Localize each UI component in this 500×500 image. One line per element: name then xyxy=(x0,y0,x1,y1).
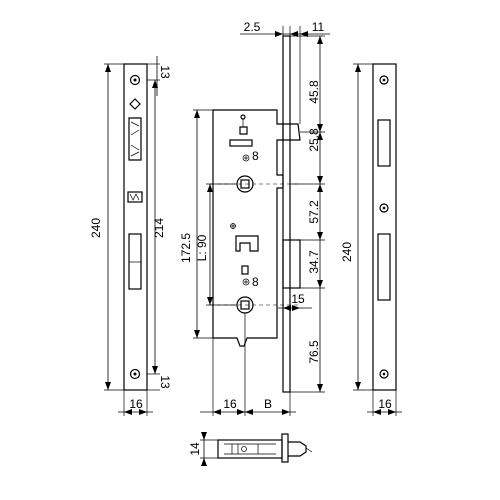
dim-upper-8: 8 xyxy=(252,149,259,163)
dim-left-214: 214 xyxy=(152,218,166,238)
dim-lower-8: 8 xyxy=(252,275,259,289)
latch-tongue xyxy=(283,123,301,141)
dim-mid-L90: L: 90 xyxy=(195,234,209,261)
right-faceplate-view: 240 16 xyxy=(340,63,402,416)
side-latch-tongue xyxy=(288,441,307,457)
bolt-slot xyxy=(128,233,142,290)
dim-far-240: 240 xyxy=(340,242,354,262)
right-mid-screw-icon xyxy=(379,203,389,213)
dim-right-45-8: 45.8 xyxy=(307,80,321,104)
dim-right-57-2: 57.2 xyxy=(307,200,321,224)
side-body xyxy=(217,439,283,459)
brand-mark-icon xyxy=(127,191,143,203)
dim-right-25-8: 25.8 xyxy=(307,128,321,152)
dim-right-76-5: 76.5 xyxy=(307,340,321,364)
left-faceplate-view: 240 214 13 13 16 xyxy=(89,56,172,416)
dim-top-11: 11 xyxy=(312,20,325,34)
left-top-screw-icon xyxy=(129,74,141,86)
dim-left-13-top: 13 xyxy=(158,65,172,79)
dim-left-16: 16 xyxy=(129,397,143,411)
cylinder-cutout xyxy=(235,235,259,252)
left-faceplate-outline xyxy=(123,63,148,391)
dim-mid-B: B xyxy=(264,397,272,411)
manufacturer-logo-icon xyxy=(129,98,141,110)
dim-right-34-7: 34.7 xyxy=(307,250,321,274)
lock-case-body xyxy=(212,109,284,347)
dim-left-13-bottom: 13 xyxy=(158,375,172,389)
dim-right-15: 15 xyxy=(291,292,305,306)
cylinder-cam xyxy=(241,265,249,275)
right-latch-opening xyxy=(377,119,391,167)
dim-left-240: 240 xyxy=(89,218,103,238)
right-faceplate-outline xyxy=(372,63,397,391)
dim-mid-172-5: 172.5 xyxy=(179,233,193,263)
latch-bar xyxy=(229,139,253,147)
center-faceplate-strip xyxy=(282,35,291,393)
right-top-screw-icon xyxy=(379,75,389,85)
dim-bottom-14: 14 xyxy=(188,442,202,456)
right-bottom-screw-icon xyxy=(379,369,389,379)
left-bottom-screw-icon xyxy=(129,368,141,380)
right-bolt-opening xyxy=(377,233,391,301)
deadbolt xyxy=(282,239,301,289)
dim-top-2-5: 2.5 xyxy=(244,20,261,34)
bottom-side-view: 14 xyxy=(188,432,313,466)
dim-mid-16: 16 xyxy=(223,397,237,411)
dim-far-16: 16 xyxy=(378,397,392,411)
center-body-view: 8 8 172.5 L: 90 xyxy=(179,20,330,416)
top-pin-icon xyxy=(240,114,246,120)
side-faceplate xyxy=(281,433,289,463)
latch-slot xyxy=(128,117,142,161)
